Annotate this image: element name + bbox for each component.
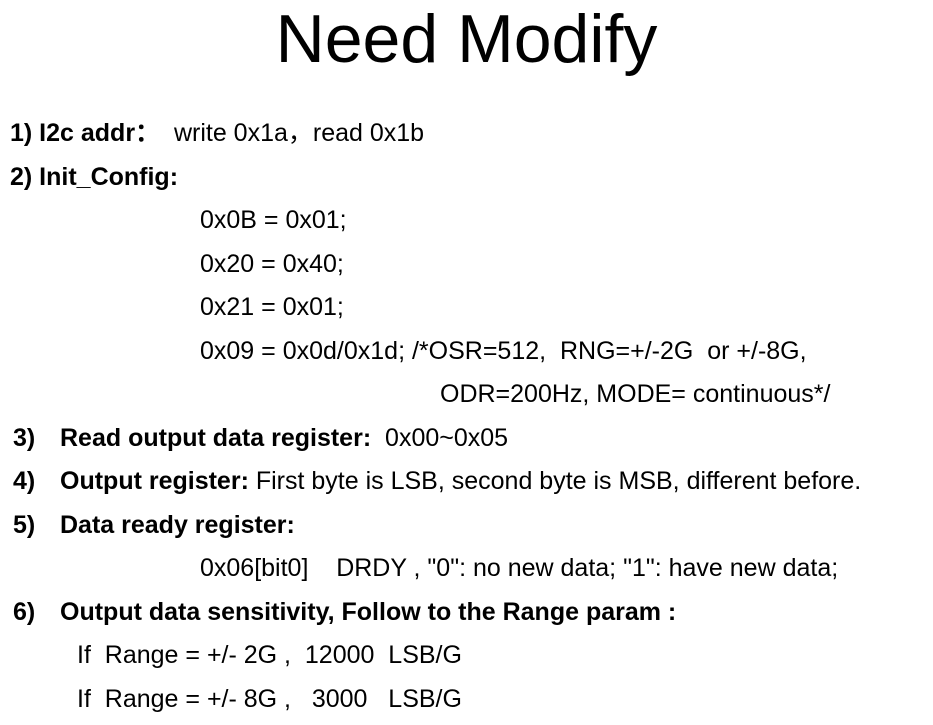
- item5-label: Data ready register:: [60, 510, 295, 539]
- drdy-line-text: 0x06[bit0] DRDY , "0": no new data; "1":…: [200, 554, 839, 582]
- item6-label: Output data sensitivity, Follow to the R…: [60, 597, 677, 626]
- config-line-2-text: 0x20 = 0x40;: [200, 249, 344, 278]
- item5-number: 5): [13, 510, 36, 539]
- item3-value: 0x00~0x05: [371, 423, 509, 452]
- item3-label: Read output data register:: [60, 423, 372, 452]
- list-item-4: 4) Output register: First byte is LSB, se…: [0, 460, 933, 504]
- list-item-1: 1) I2c addr： write 0x1a，read 0x1b: [0, 112, 933, 156]
- list-item-5: 5) Data ready register:: [0, 504, 933, 548]
- slide-title: Need Modify: [275, 1, 658, 77]
- config-line-1-text: 0x0B = 0x01;: [200, 206, 347, 234]
- config-line-3-text: 0x21 = 0x01;: [200, 293, 344, 321]
- item4-number: 4): [13, 467, 36, 495]
- item6-number: 6): [13, 597, 36, 626]
- config-line-3: 0x21 = 0x01;: [0, 286, 933, 330]
- item2-label: 2) Init_Config:: [10, 162, 179, 191]
- config-line-2: 0x20 = 0x40;: [0, 243, 933, 287]
- list-item-3: 3) Read output data register: 0x00~0x05: [0, 417, 933, 461]
- item1-label: 1) I2c addr：: [10, 119, 161, 147]
- list-item-6: 6) Output data sensitivity, Follow to the…: [0, 591, 933, 635]
- drdy-line: 0x06[bit0] DRDY , "0": no new data; "1":…: [0, 547, 933, 591]
- config-line-4: 0x09 = 0x0d/0x1d; /*OSR=512, RNG=+/-2G o…: [0, 330, 933, 374]
- item1-value: write 0x1a，read 0x1b: [160, 119, 425, 147]
- config-line-5: ODR=200Hz, MODE= continuous*/: [0, 373, 933, 417]
- range-8g-line: If Range = +/- 8G , 3000 LSB/G: [0, 678, 933, 722]
- config-line-5-text: ODR=200Hz, MODE= continuous*/: [440, 380, 831, 408]
- list-item-2: 2) Init_Config:: [0, 156, 933, 200]
- config-line-4-text: 0x09 = 0x0d/0x1d; /*OSR=512, RNG=+/-2G o…: [200, 336, 807, 365]
- slide-body: 1) I2c addr： write 0x1a，read 0x1b 2) Ini…: [0, 112, 933, 721]
- range-8g-text: If Range = +/- 8G , 3000 LSB/G: [77, 684, 462, 713]
- item4-label: Output register:: [60, 467, 249, 495]
- range-2g-line: If Range = +/- 2G , 12000 LSB/G: [0, 634, 933, 678]
- item3-number: 3): [13, 423, 36, 452]
- range-2g-text: If Range = +/- 2G , 12000 LSB/G: [77, 641, 462, 669]
- item4-value: First byte is LSB, second byte is MSB, d…: [248, 467, 862, 495]
- config-line-1: 0x0B = 0x01;: [0, 199, 933, 243]
